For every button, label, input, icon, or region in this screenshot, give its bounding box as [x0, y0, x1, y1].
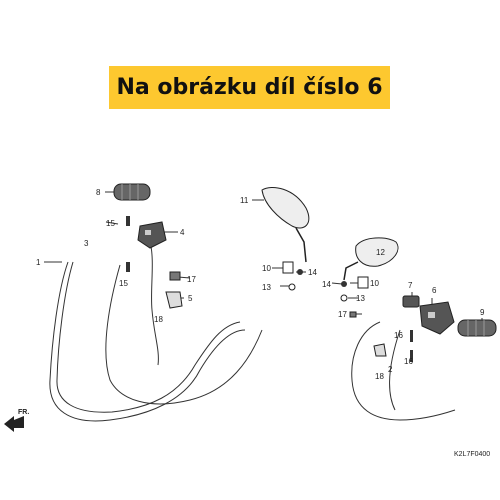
callout-16-top: 16: [394, 331, 403, 340]
right-mirror: [343, 237, 399, 281]
title-banner-text: Na obrázku díl číslo 6: [116, 75, 383, 100]
right-grip: [457, 319, 497, 337]
callout-7: 7: [408, 281, 413, 290]
switch-cover: [402, 295, 420, 308]
front-direction-arrow: FR.: [4, 409, 29, 432]
callout-12: 12: [376, 248, 385, 257]
callout-8: 8: [96, 188, 101, 197]
callout-10-left: 10: [262, 264, 271, 273]
right-cable: [389, 329, 401, 411]
left-mirror: [261, 186, 310, 263]
callout-10-right: 10: [370, 279, 379, 288]
callout-9: 9: [480, 308, 485, 317]
callout-13-right: 13: [356, 294, 365, 303]
callout-17-right: 17: [338, 310, 347, 319]
callout-13-left: 13: [262, 283, 271, 292]
callout-14-left: 14: [308, 268, 317, 277]
callout-14-right: 14: [322, 280, 331, 289]
right-switch-wire: [351, 321, 456, 421]
front-direction-label: FR.: [18, 409, 29, 416]
callout-17-left: 17: [187, 275, 196, 284]
callout-15-bottom: 15: [119, 279, 128, 288]
mirror-nut-left: [282, 261, 294, 274]
clutch-cable: [105, 264, 263, 405]
callout-6: 6: [432, 286, 437, 295]
throttle-cable-2: [56, 261, 241, 413]
right-switch-housing: [419, 301, 455, 335]
callout-3: 3: [84, 239, 89, 248]
callout-16-bottom: 16: [404, 357, 413, 366]
callout-numbers: 1 2 3 4 5 6 7 8 9 10 10 11 12 13 13 14 1…: [36, 188, 485, 381]
callout-11: 11: [240, 196, 249, 205]
bolt-parts: [126, 216, 413, 362]
callout-4: 4: [180, 228, 185, 237]
callout-5: 5: [188, 294, 193, 303]
callout-18-right: 18: [375, 372, 384, 381]
left-switch-housing: [137, 221, 167, 249]
callout-15-top: 15: [106, 219, 115, 228]
callout-2: 2: [388, 365, 393, 374]
callout-18-left: 18: [154, 315, 163, 324]
mirror-nut-right: [357, 276, 369, 289]
callout-1: 1: [36, 258, 41, 267]
left-switch-wire: [149, 241, 159, 366]
throttle-cable: [49, 261, 246, 422]
title-banner: Na obrázku díl číslo 6: [109, 66, 390, 109]
diagram-code: K2L7F0400: [454, 451, 490, 458]
left-grip: [113, 183, 151, 201]
